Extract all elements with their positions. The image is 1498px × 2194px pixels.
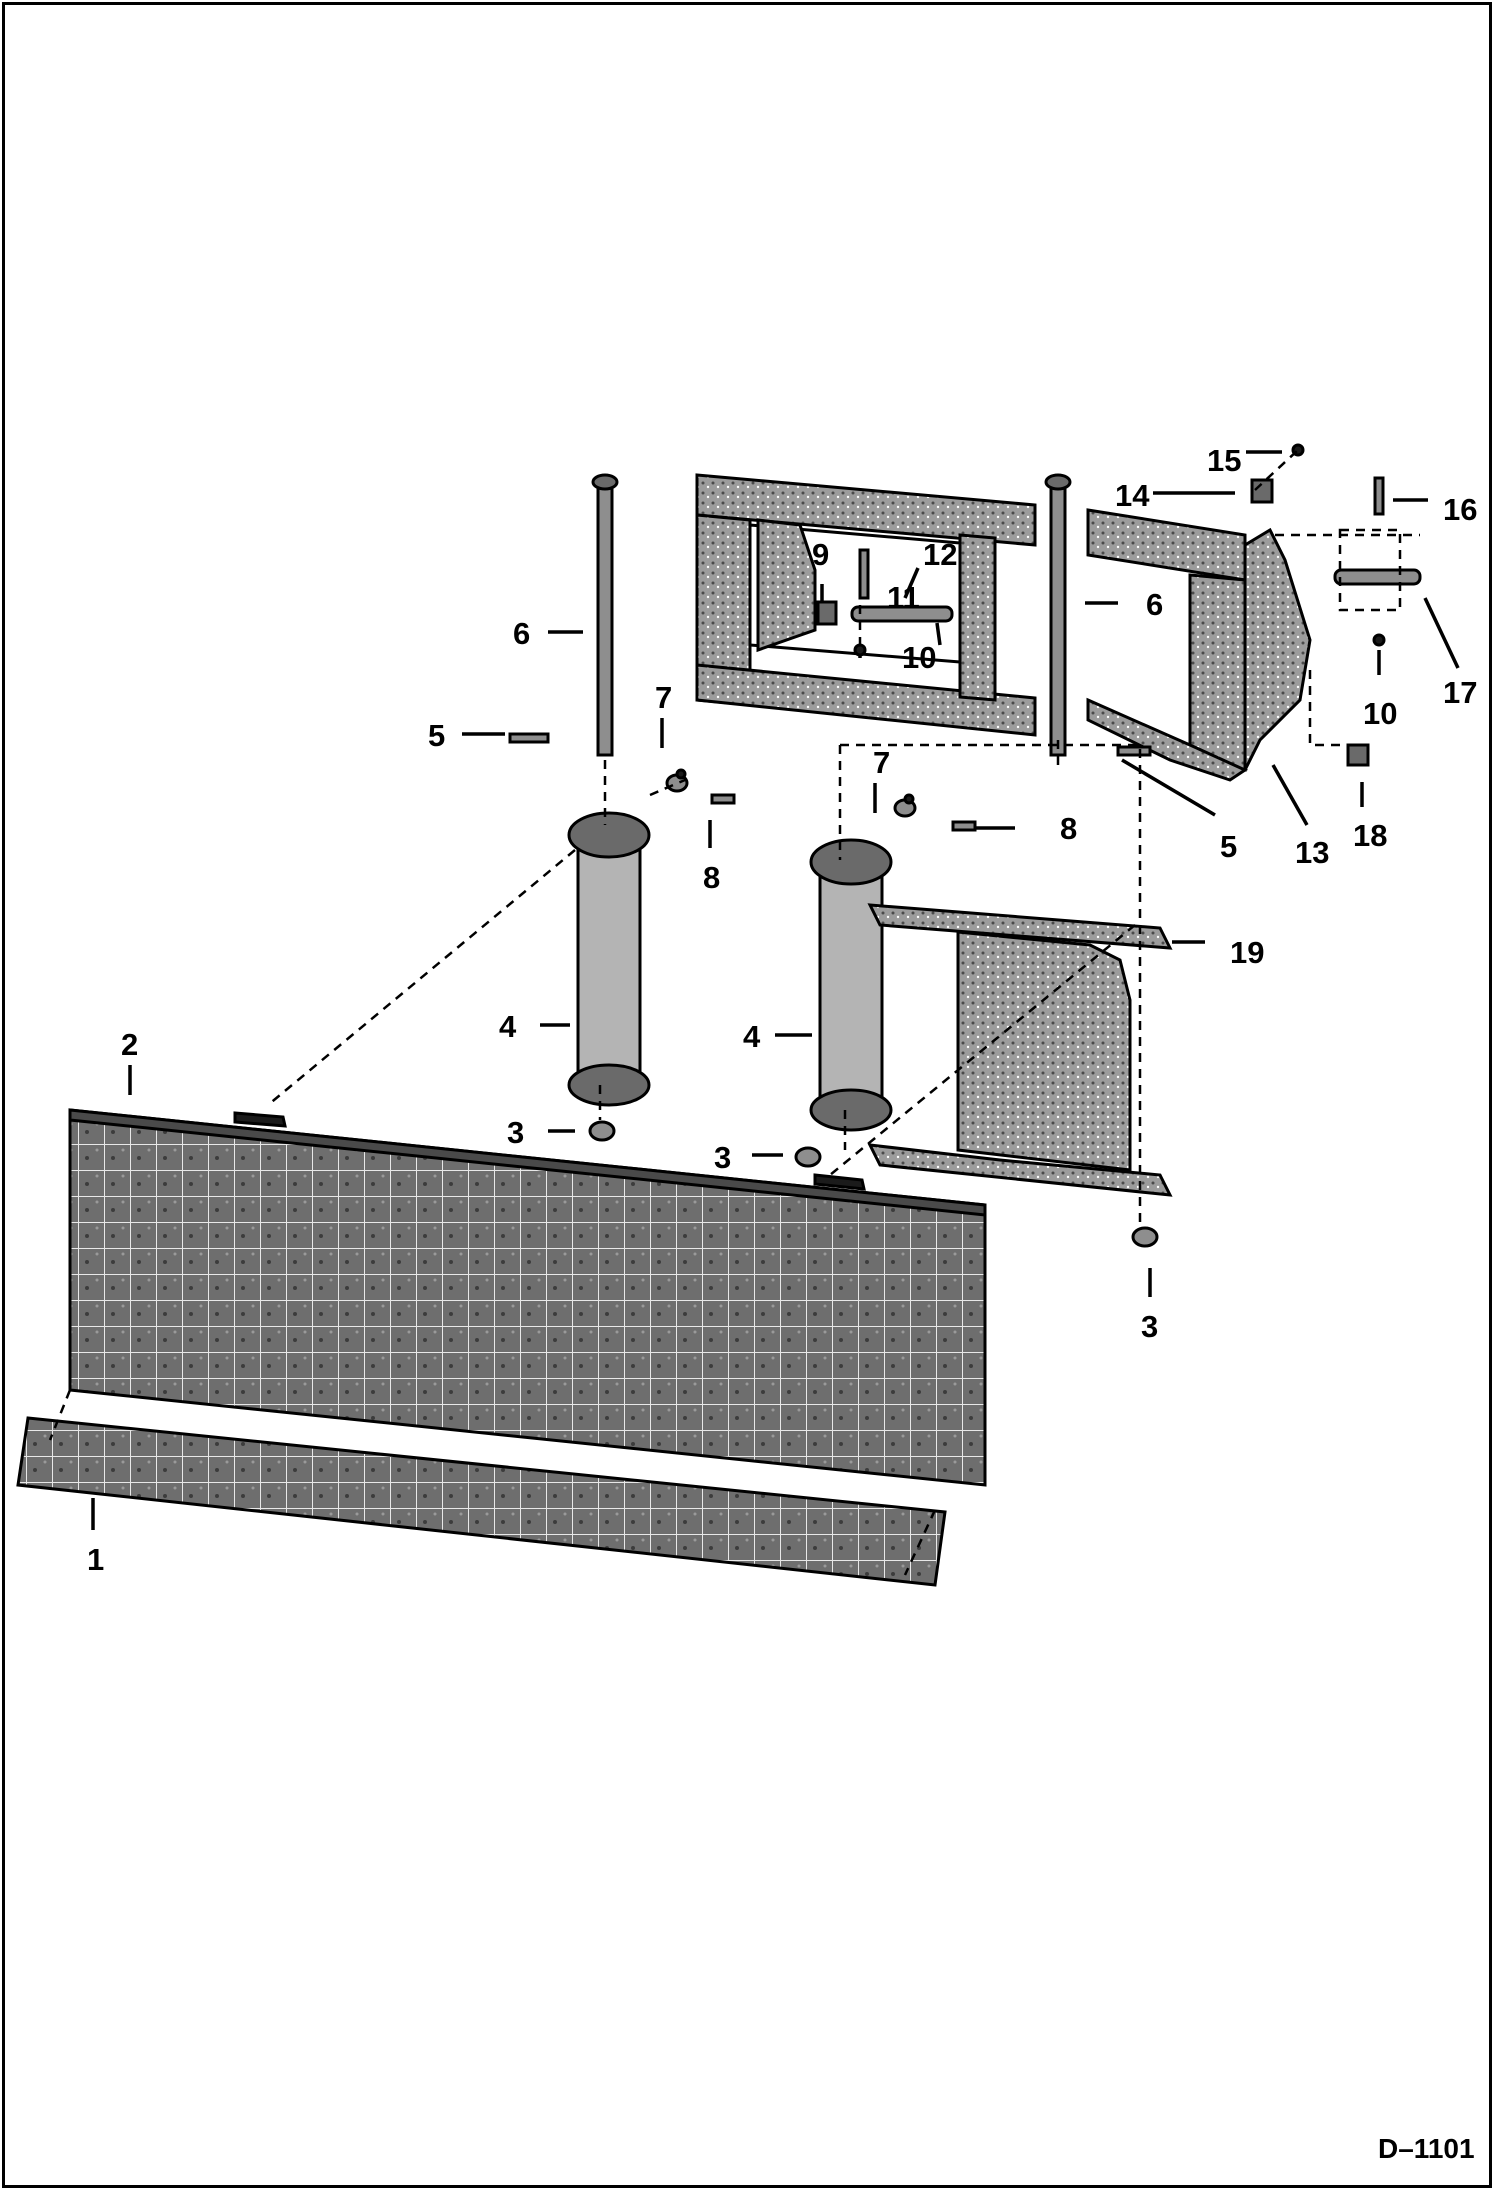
callout-12: 12 bbox=[923, 537, 957, 572]
push-arm bbox=[867, 903, 1173, 1197]
callout-5-b: 5 bbox=[1220, 829, 1237, 864]
callout-17: 17 bbox=[1443, 675, 1477, 710]
callout-14: 14 bbox=[1115, 478, 1150, 513]
callout-1: 1 bbox=[87, 1542, 104, 1577]
callout-3-b: 3 bbox=[714, 1140, 731, 1175]
pivot-post-left bbox=[567, 811, 651, 1107]
callout-13: 13 bbox=[1295, 835, 1329, 870]
callout-3-a: 3 bbox=[507, 1115, 524, 1150]
tie-rod-right bbox=[1044, 473, 1072, 757]
callout-15: 15 bbox=[1207, 443, 1241, 478]
callout-8-b: 8 bbox=[1060, 811, 1077, 846]
frame-end-plate bbox=[1086, 508, 1312, 782]
callout-9: 9 bbox=[812, 537, 829, 572]
callout-4-b: 4 bbox=[743, 1019, 761, 1054]
callout-3-c: 3 bbox=[1141, 1309, 1158, 1344]
callout-4-a: 4 bbox=[499, 1009, 517, 1044]
leader-lines bbox=[91, 450, 1460, 1530]
assembly-lines bbox=[48, 449, 1420, 1576]
callout-labels: 1 2 3 3 3 4 4 5 5 6 6 7 7 8 8 9 10 10 11… bbox=[87, 443, 1477, 2164]
hardware bbox=[508, 443, 1422, 832]
figure-id: D–1101 bbox=[1378, 2133, 1475, 2164]
cutting-edge bbox=[16, 1416, 947, 1587]
callout-11: 11 bbox=[887, 580, 920, 615]
callout-7-a: 7 bbox=[655, 680, 672, 715]
callout-18: 18 bbox=[1353, 818, 1387, 853]
callout-6-b: 6 bbox=[1146, 587, 1163, 622]
callout-16: 16 bbox=[1443, 492, 1477, 527]
callout-2: 2 bbox=[121, 1027, 138, 1062]
washers bbox=[588, 1120, 1159, 1248]
callout-5-a: 5 bbox=[428, 718, 445, 753]
tie-rod-left bbox=[591, 473, 619, 757]
dozer-blade bbox=[68, 1108, 987, 1487]
callout-8-a: 8 bbox=[703, 860, 720, 895]
pivot-post-right bbox=[809, 838, 893, 1132]
callout-19: 19 bbox=[1230, 935, 1264, 970]
callout-10-b: 10 bbox=[1363, 696, 1397, 731]
mounting-frame bbox=[695, 473, 1037, 737]
callout-6-a: 6 bbox=[513, 616, 530, 651]
callout-7-b: 7 bbox=[873, 745, 890, 780]
callout-10-a: 10 bbox=[902, 640, 936, 675]
